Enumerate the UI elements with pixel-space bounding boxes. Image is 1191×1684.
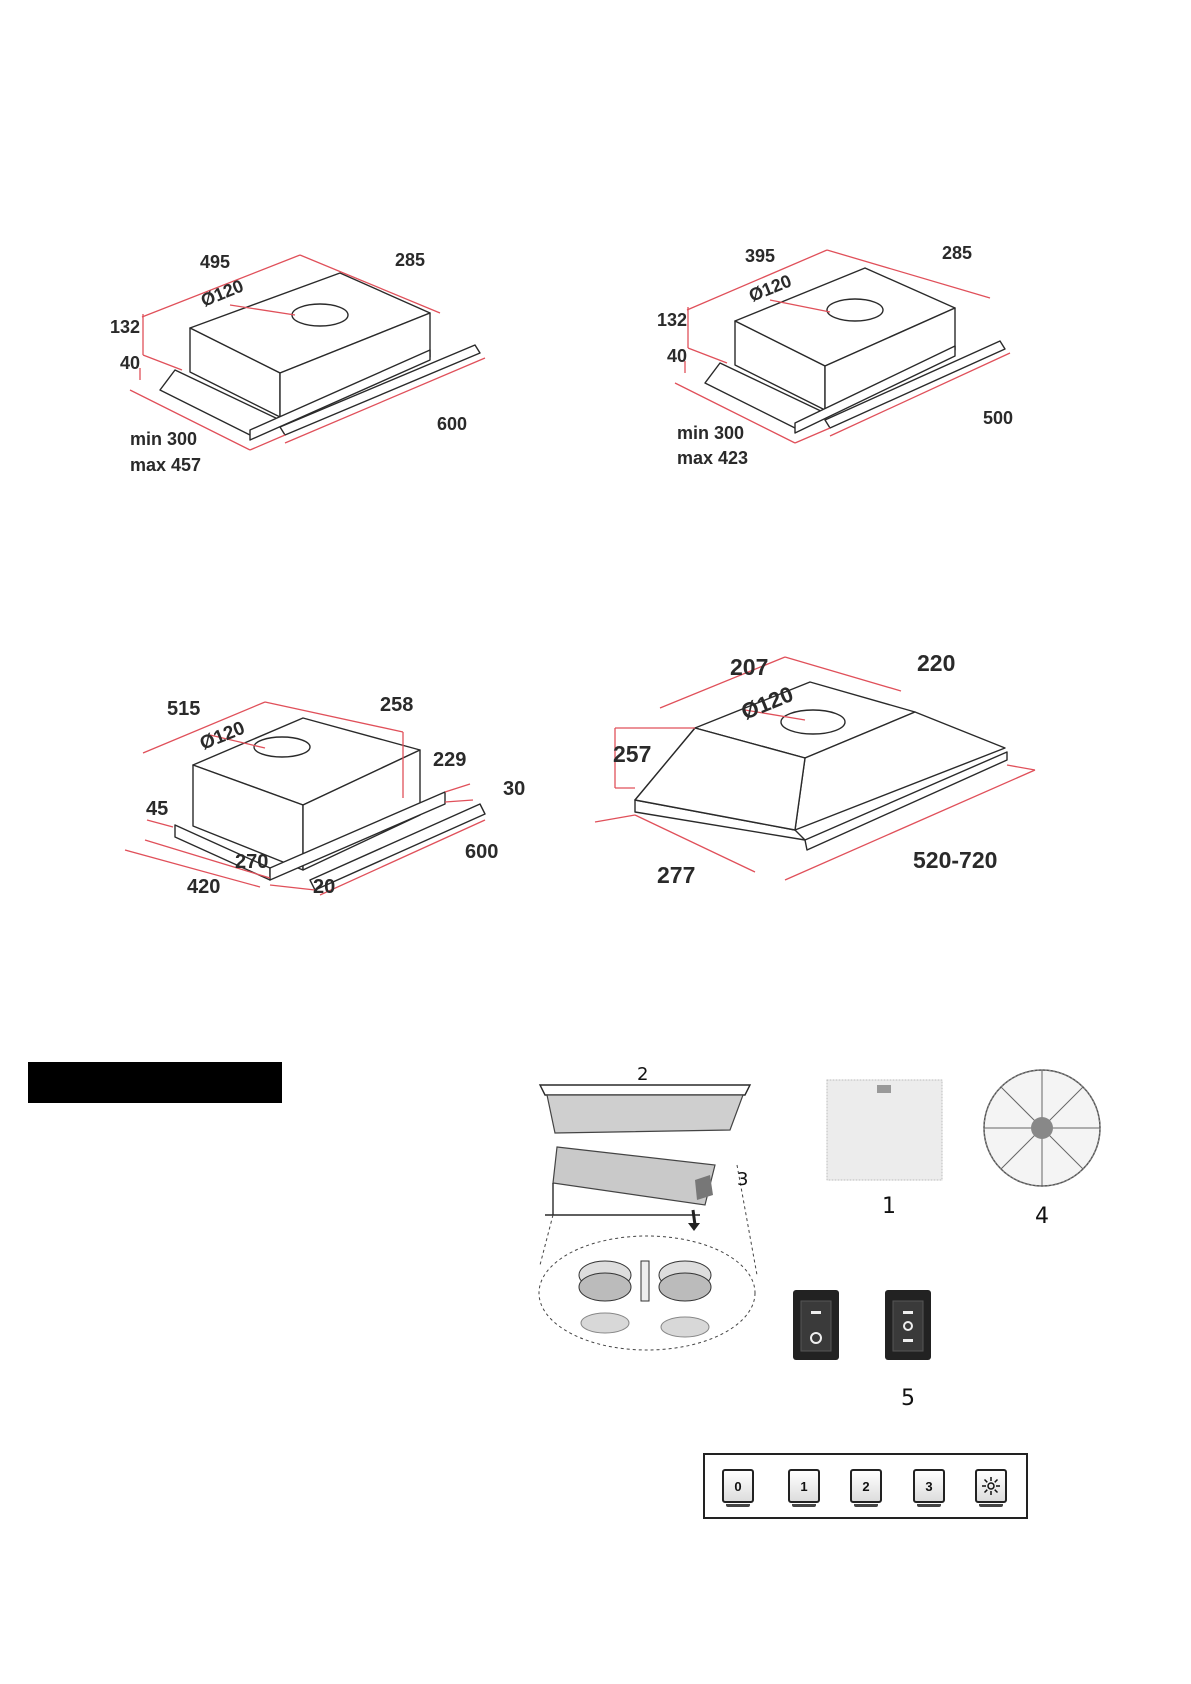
control-panel: 0 1 2 3: [703, 1453, 1028, 1519]
dim-width: 600: [437, 414, 467, 434]
diagram-hood-pyramid: 207 220 Ø120 257 277 520-720: [594, 650, 1036, 888]
dim-lip: 20: [313, 876, 335, 898]
dim-ext-max: max 457: [130, 455, 201, 475]
dim-depth: 285: [942, 243, 972, 263]
hood-filter-assembly: [538, 1084, 758, 1351]
hood-500-outline: [704, 267, 1006, 434]
diagram-hood-600-deep: 515 258 Ø120 229 30 45 600 270 420 20: [124, 694, 525, 898]
dim-depth: 258: [380, 694, 413, 716]
light-icon: [982, 1477, 1000, 1495]
hood-600-deep-dimension-lines: [124, 701, 486, 896]
dim-width-top: 395: [745, 246, 775, 266]
dim-ext-min: min 300: [130, 429, 197, 449]
dim-width-top: 495: [200, 252, 230, 272]
dim-depth: 277: [657, 862, 695, 888]
diagram-hood-500: 395 285 Ø120 132 40 500 min 300 max 423: [657, 243, 1013, 468]
speed-key-1[interactable]: 1: [788, 1469, 820, 1507]
dim-depth: 285: [395, 250, 425, 270]
part-number-2: 2: [637, 1064, 648, 1085]
dim-front: 45: [146, 798, 168, 820]
part-number-5: 5: [901, 1386, 915, 1411]
dim-duct: Ø120: [198, 276, 246, 311]
speed-key-0[interactable]: 0: [722, 1469, 754, 1507]
dim-top-w: 207: [730, 654, 768, 680]
triple-switch-icon: [885, 1290, 931, 1360]
dim-front: 40: [667, 346, 687, 366]
dim-width: 520-720: [913, 847, 997, 873]
diagram-hood-600: 495 285 Ø120 132 40 600 min 300 max 457: [110, 250, 486, 475]
dim-height: 132: [110, 317, 140, 337]
part-number-3: 3: [737, 1169, 748, 1190]
dim-width: 600: [465, 841, 498, 863]
part-number-4: 4: [1035, 1204, 1049, 1229]
rocker-switch-icon: [793, 1290, 839, 1360]
dim-height: 132: [657, 310, 687, 330]
hood-500-dimension-lines: [674, 249, 1011, 444]
dim-front: 40: [120, 353, 140, 373]
speed-key-2[interactable]: 2: [850, 1469, 882, 1507]
light-key[interactable]: [975, 1469, 1007, 1507]
dim-top-d: 220: [917, 650, 955, 676]
speed-key-3[interactable]: 3: [913, 1469, 945, 1507]
dim-height: 229: [433, 749, 466, 771]
section-heading-bar: [28, 1062, 282, 1103]
dim-width: 500: [983, 408, 1013, 428]
parts-illustration: 2 3 1 4 5: [538, 1064, 1101, 1411]
part-number-1: 1: [882, 1194, 896, 1219]
dim-height: 257: [613, 741, 651, 767]
dim-inner: 270: [235, 851, 268, 873]
carbon-filter-disc: [983, 1069, 1101, 1187]
dim-ext-min: min 300: [677, 423, 744, 443]
dim-ext: 420: [187, 876, 220, 898]
hood-600-outline: [159, 272, 481, 441]
hood-pyramid-outline: [634, 681, 1008, 851]
grease-filter-panel: [826, 1079, 943, 1181]
hood-pyramid-dimension-lines: [594, 656, 1036, 881]
dim-width-top: 515: [167, 698, 200, 720]
hood-600-dimension-lines: [129, 254, 486, 451]
hood-600-deep-outline: [174, 717, 486, 891]
dim-visor: 30: [503, 778, 525, 800]
dim-ext-max: max 423: [677, 448, 748, 468]
